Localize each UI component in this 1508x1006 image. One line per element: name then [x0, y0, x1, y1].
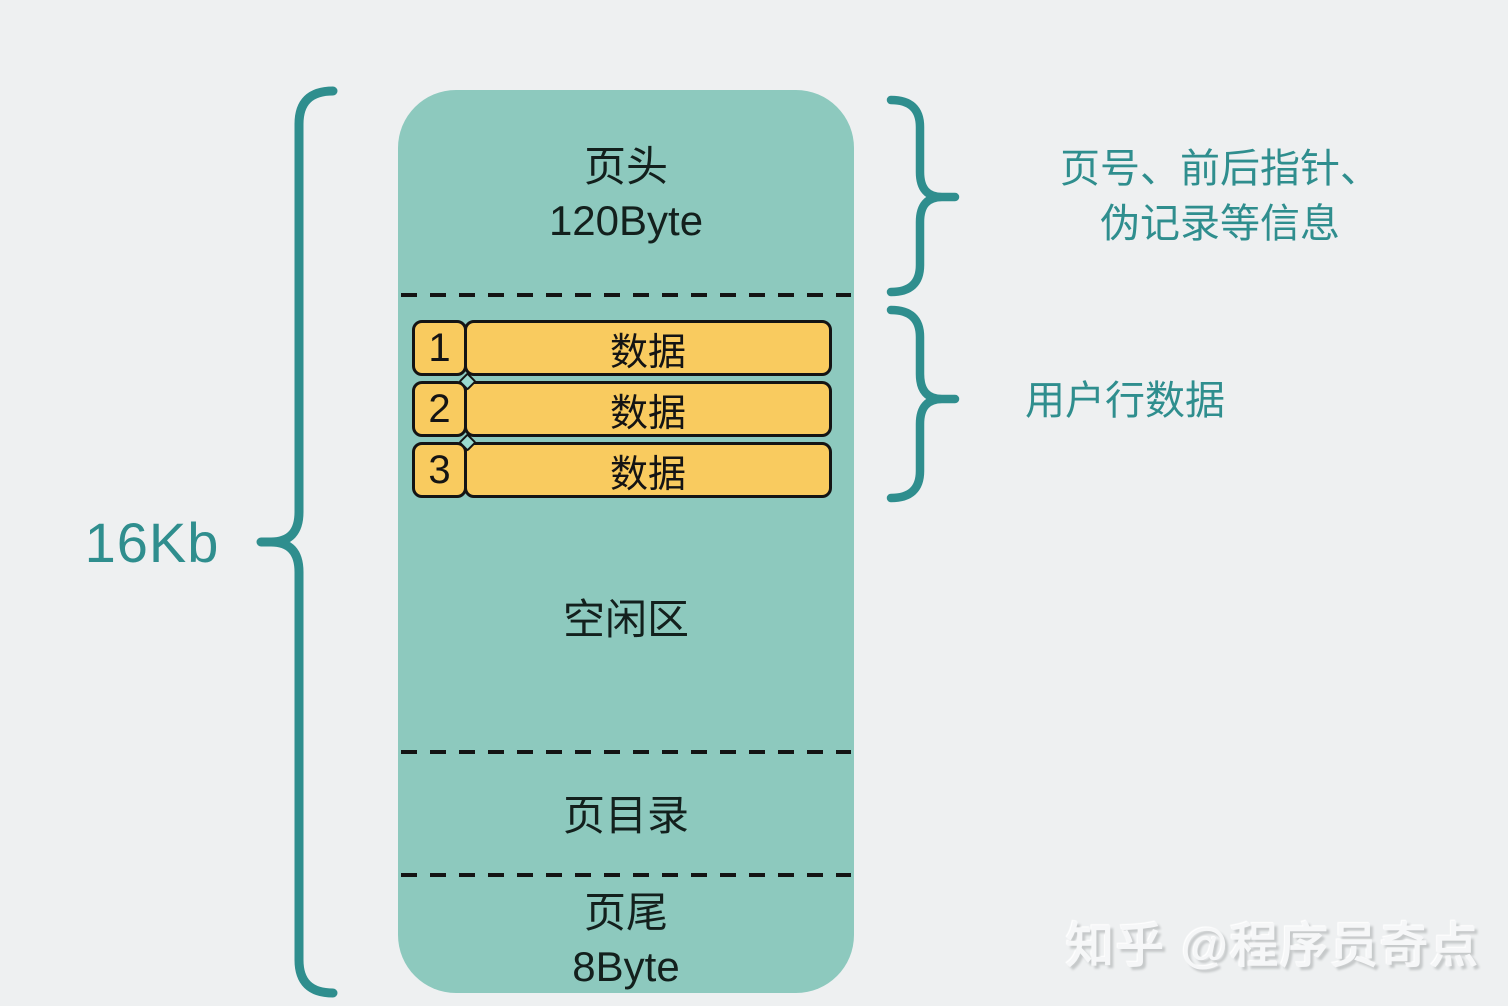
- page-trailer-size: 8Byte: [572, 943, 680, 990]
- row-index: 2: [412, 381, 467, 437]
- divider-directory-trailer: [401, 873, 851, 877]
- page-header-section: 页头 120Byte: [398, 140, 854, 248]
- row-data-cell: 数据: [464, 381, 832, 437]
- page-trailer-section: 页尾 8Byte: [398, 886, 854, 994]
- page-panel: 页头 120Byte 1 数据 2 数据 3 数据 空闲区 页目录 页尾: [398, 90, 854, 993]
- page-size-label: 16Kb: [84, 511, 220, 574]
- watermark: 知乎 @程序员奇点: [1065, 920, 1480, 973]
- page-header-title: 页头: [583, 143, 668, 190]
- divider-free-directory: [401, 750, 851, 754]
- header-annotation-line1: 页号、前后指针、: [1060, 147, 1380, 191]
- row-index: 1: [412, 320, 467, 376]
- user-records-area: 1 数据 2 数据 3 数据: [412, 320, 832, 498]
- user-record-row: 1 数据: [412, 320, 832, 376]
- page-trailer-title: 页尾: [583, 889, 668, 936]
- header-brace: [886, 95, 960, 297]
- free-space-label: 空闲区: [562, 596, 689, 643]
- row-data-cell: 数据: [464, 442, 832, 498]
- page-directory-label: 页目录: [562, 792, 689, 839]
- row-index: 3: [412, 442, 467, 498]
- header-annotation-line2: 伪记录等信息: [1100, 202, 1340, 246]
- row-data-cell: 数据: [464, 320, 832, 376]
- page-header-size: 120Byte: [548, 197, 704, 244]
- header-annotation: 页号、前后指针、 伪记录等信息: [995, 142, 1445, 252]
- rows-annotation: 用户行数据: [1025, 379, 1225, 423]
- rows-brace: [886, 305, 960, 503]
- divider-header-rows: [401, 293, 851, 297]
- user-record-row: 3 数据: [412, 442, 832, 498]
- left-brace-16kb: [256, 86, 338, 998]
- user-record-row: 2 数据: [412, 381, 832, 437]
